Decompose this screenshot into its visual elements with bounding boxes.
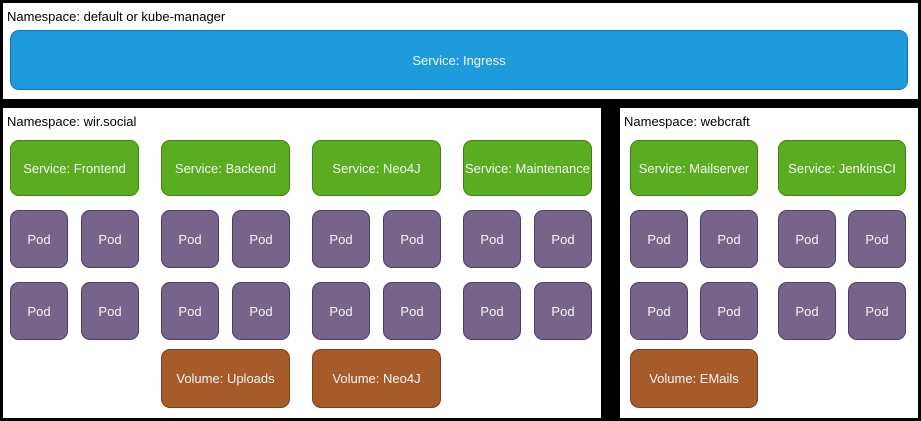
pod-box: Pod bbox=[10, 210, 68, 268]
pod-box: Pod bbox=[312, 282, 370, 340]
pod-box: Pod bbox=[778, 282, 836, 340]
service-ingress-label: Service: Ingress bbox=[412, 52, 506, 68]
pod-box: Pod bbox=[383, 210, 441, 268]
pod-box: Pod bbox=[700, 282, 758, 340]
pod-box: Pod bbox=[848, 282, 906, 340]
pod-box: Pod bbox=[534, 282, 592, 340]
volume-box: Volume: Uploads bbox=[161, 349, 290, 408]
pod-box: Pod bbox=[383, 282, 441, 340]
pod-box: Pod bbox=[630, 210, 688, 268]
pod-box: Pod bbox=[10, 282, 68, 340]
pod-box: Pod bbox=[463, 282, 521, 340]
pod-box: Pod bbox=[700, 210, 758, 268]
pod-box: Pod bbox=[232, 210, 290, 268]
namespace-panel-default: Namespace: default or kube-manager Servi… bbox=[3, 3, 918, 99]
service-box: Service: Mailserver bbox=[630, 140, 758, 196]
pod-box: Pod bbox=[312, 210, 370, 268]
service-box: Service: Neo4J bbox=[312, 140, 441, 196]
service-ingress-box: Service: Ingress bbox=[10, 30, 908, 90]
pod-box: Pod bbox=[81, 282, 139, 340]
service-box: Service: Frontend bbox=[10, 140, 139, 196]
pod-box: Pod bbox=[534, 210, 592, 268]
service-box: Service: Backend bbox=[161, 140, 290, 196]
volume-box: Volume: EMails bbox=[630, 349, 758, 408]
pod-box: Pod bbox=[778, 210, 836, 268]
namespace-label: Namespace: wir.social bbox=[7, 114, 137, 129]
pod-box: Pod bbox=[232, 282, 290, 340]
pod-box: Pod bbox=[81, 210, 139, 268]
volume-box: Volume: Neo4J bbox=[312, 349, 441, 408]
pod-box: Pod bbox=[463, 210, 521, 268]
service-box: Service: JenkinsCI bbox=[778, 140, 906, 196]
pod-box: Pod bbox=[630, 282, 688, 340]
namespace-label: Namespace: webcraft bbox=[624, 114, 750, 129]
pod-box: Pod bbox=[848, 210, 906, 268]
pod-box: Pod bbox=[161, 210, 219, 268]
service-box: Service: Maintenance bbox=[463, 140, 592, 196]
pod-box: Pod bbox=[161, 282, 219, 340]
namespace-label: Namespace: default or kube-manager bbox=[7, 9, 226, 24]
